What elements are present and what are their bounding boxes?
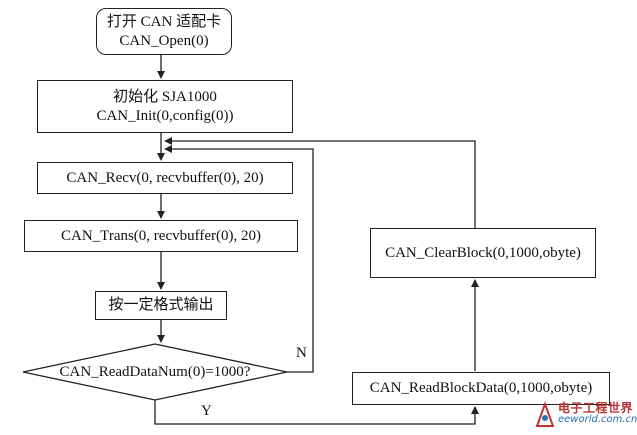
init-box: 初始化 SJA1000 CAN_Init(0,config(0)) (37, 80, 293, 133)
recv-call: CAN_Recv(0, recvbuffer(0), 20) (66, 169, 264, 186)
watermark-main-text: 电子工程世界 (558, 401, 634, 415)
decision-label: CAN_ReadDataNum(0)=1000? (23, 362, 287, 382)
open-card-label: 打开 CAN 适配卡 (106, 13, 222, 30)
decision-condition: CAN_ReadDataNum(0)=1000? (59, 363, 251, 380)
watermark-emblem-icon (535, 401, 555, 427)
clear-block-call: CAN_ClearBlock(0,1000,obyte) (385, 244, 581, 261)
init-call: CAN_Init(0,config(0)) (96, 107, 234, 124)
decision-diamond (22, 343, 288, 401)
clear-block-box: CAN_ClearBlock(0,1000,obyte) (370, 228, 596, 278)
no-branch-label: N (296, 345, 307, 361)
init-label: 初始化 SJA1000 (113, 88, 217, 105)
trans-call: CAN_Trans(0, recvbuffer(0), 20) (61, 227, 261, 244)
read-block-call: CAN_ReadBlockData(0,1000,obyte) (369, 380, 593, 397)
open-card-call: CAN_Open(0) (119, 32, 209, 49)
watermark-sub-text: eeworld.com.cn (558, 414, 637, 425)
yes-branch (154, 400, 479, 425)
trans-box: CAN_Trans(0, recvbuffer(0), 20) (24, 220, 298, 252)
output-label: 按一定格式输出 (108, 297, 214, 314)
watermark-logo: 电子工程世界 eeworld.com.cn (534, 398, 637, 432)
loop-clear-to-recv (164, 137, 476, 228)
loop-no-branch (164, 145, 314, 373)
open-card-box: 打开 CAN 适配卡 CAN_Open(0) (96, 8, 232, 55)
output-box: 按一定格式输出 (95, 291, 227, 320)
read-block-box: CAN_ReadBlockData(0,1000,obyte) (352, 372, 610, 405)
yes-branch-label: Y (201, 403, 212, 419)
recv-box: CAN_Recv(0, recvbuffer(0), 20) (37, 162, 293, 194)
